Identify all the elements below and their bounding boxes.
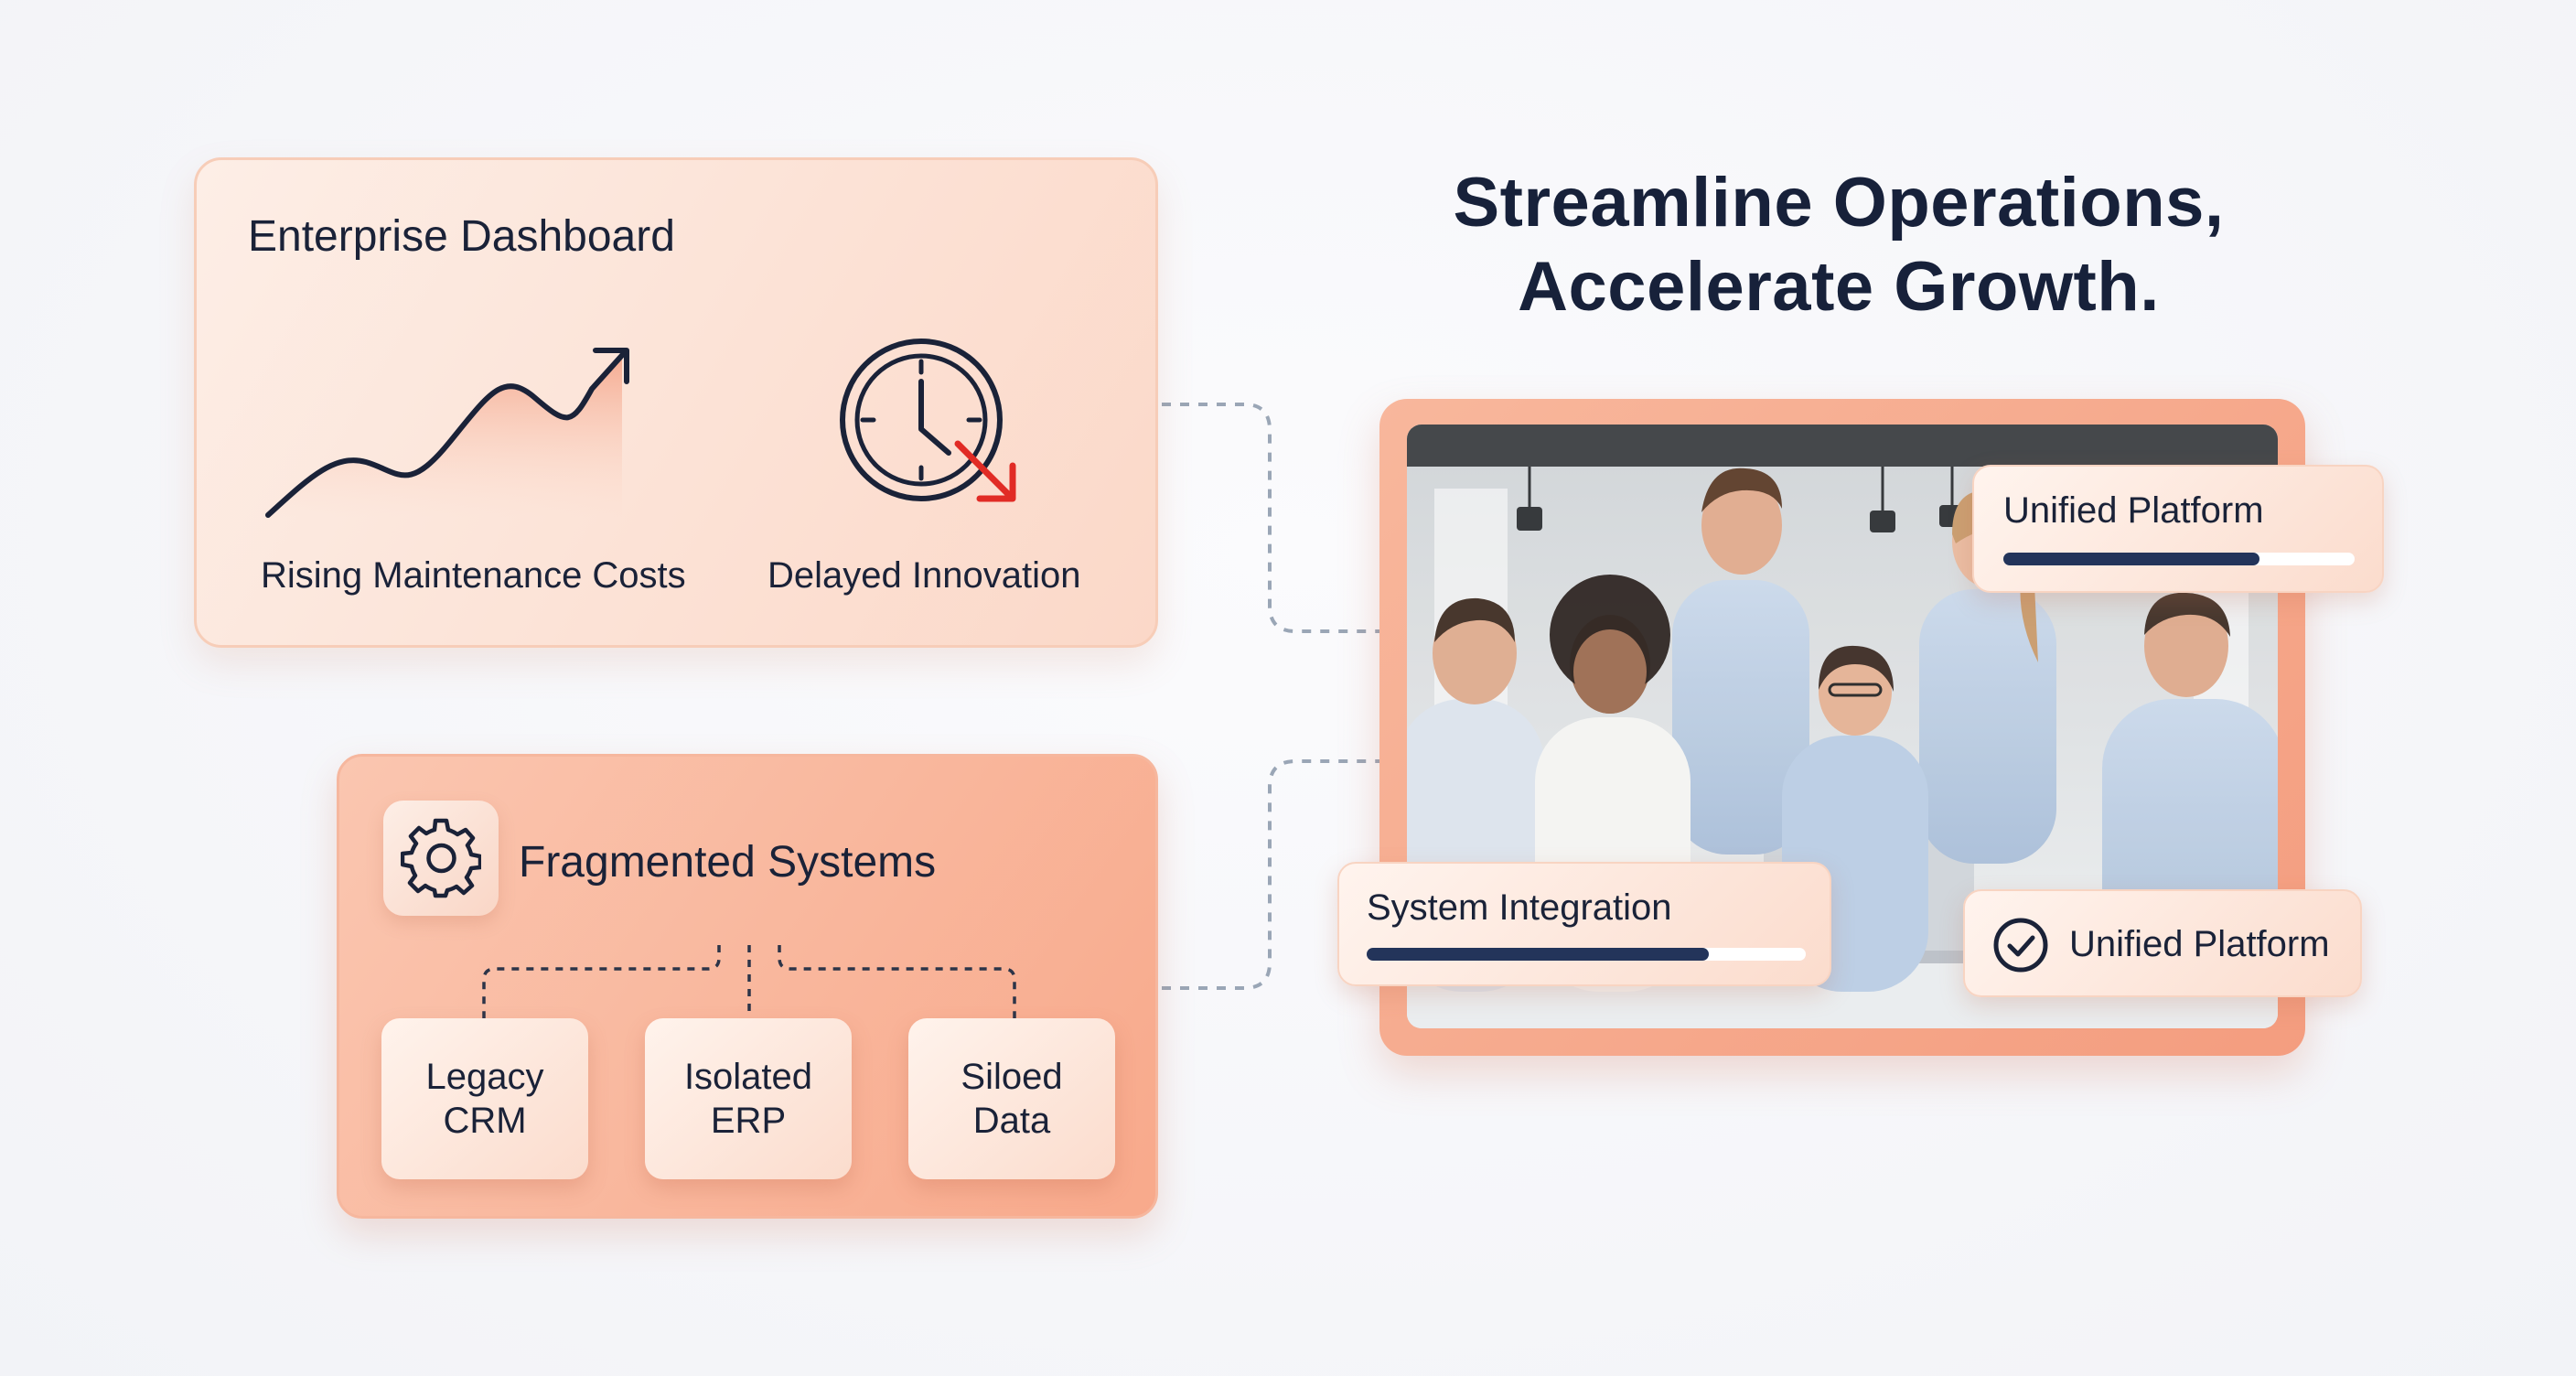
siloed-data-tile: Siloed Data [908, 1018, 1115, 1179]
legacy-crm-line2: CRM [443, 1101, 527, 1141]
delayed-innovation-caption: Delayed Innovation [767, 555, 1081, 596]
enterprise-dashboard-card: Enterprise Dashboard Rising Maintenance … [194, 157, 1158, 648]
dashboard-title: Enterprise Dashboard [248, 212, 675, 261]
legacy-crm-tile: Legacy CRM [381, 1018, 588, 1179]
unified-platform-progress-chip: Unified Platform [1972, 465, 2384, 593]
headline-line2: Accelerate Growth. [1518, 248, 2160, 326]
headline: Streamline Operations, Accelerate Growth… [1372, 161, 2305, 329]
siloed-data-line2: Data [972, 1101, 1051, 1141]
clock-with-down-arrow-icon [840, 339, 1016, 502]
unified-platform-progress-track [2003, 553, 2355, 565]
unified-platform-progress-label: Unified Platform [2003, 490, 2264, 531]
rising-maintenance-costs-caption: Rising Maintenance Costs [261, 555, 686, 596]
check-circle-icon [1993, 918, 2048, 973]
siloed-data-line1: Siloed [961, 1057, 1063, 1097]
system-integration-track [1367, 948, 1806, 961]
legacy-crm-line1: Legacy [425, 1057, 544, 1097]
system-branch-lines [482, 945, 1016, 1018]
rising-trend-line-icon [265, 348, 629, 518]
unified-platform-check-label: Unified Platform [2069, 924, 2330, 964]
isolated-erp-tile: Isolated ERP [645, 1018, 852, 1179]
system-integration-fill [1367, 948, 1710, 961]
gear-icon [401, 818, 481, 898]
isolated-erp-line2: ERP [710, 1101, 787, 1141]
connector-dashboard-to-photo [1162, 403, 1379, 633]
fragmented-systems-card: Fragmented Systems Legacy CRM Isolated E… [337, 754, 1158, 1219]
system-integration-chip: System Integration [1337, 862, 1831, 986]
gear-tile [383, 801, 499, 916]
unified-platform-check-chip: Unified Platform [1963, 889, 2362, 997]
fragmented-systems-title: Fragmented Systems [519, 838, 937, 887]
isolated-erp-line1: Isolated [683, 1057, 813, 1097]
headline-line1: Streamline Operations, [1453, 164, 2225, 242]
system-integration-label: System Integration [1367, 887, 1672, 928]
unified-platform-progress-fill [2003, 553, 2260, 565]
